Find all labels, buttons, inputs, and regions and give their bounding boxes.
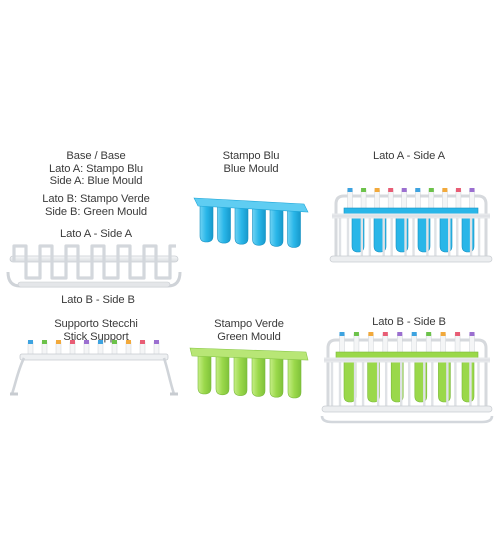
- base-b-label: Lato B: Stampo Verde Side B: Green Mould: [42, 193, 150, 218]
- stick-support-illustration: [10, 340, 178, 396]
- stick: [69, 340, 76, 356]
- stick: [55, 340, 62, 356]
- mould-cup: [287, 355, 302, 399]
- base-b-label-line1: Lato B: Stampo Verde: [42, 193, 150, 205]
- mould-cup: [438, 359, 451, 403]
- mould-cup: [234, 203, 249, 245]
- stick: [125, 340, 132, 356]
- green-mould-label: Stampo Verde Green Mould: [214, 318, 284, 343]
- base-label-line1: Base / Base: [66, 150, 126, 162]
- blue-mould-illustration: [193, 197, 309, 248]
- base-label-line2: Lato A: Stampo Blu: [49, 162, 143, 175]
- base-side-a-label: Lato A - Side A: [60, 228, 132, 240]
- mould-cup: [233, 353, 248, 396]
- mould-cup: [197, 351, 212, 395]
- stick: [111, 340, 118, 356]
- stick-support-label-line1: Supporto Stecchi: [54, 318, 138, 330]
- stick: [97, 340, 104, 356]
- mould-cup: [252, 205, 266, 246]
- base-side-b-label: Lato B - Side B: [61, 294, 135, 306]
- assembled-side-a-illustration: [329, 188, 493, 263]
- mould-cup: [287, 207, 301, 248]
- mould-cup: [269, 354, 284, 398]
- green-mould-label-line1: Stampo Verde: [214, 318, 284, 330]
- mould-cup: [269, 206, 284, 247]
- blue-mould-label: Stampo Blu Blue Mould: [223, 150, 280, 175]
- assembled-b-label: Lato B - Side B: [372, 316, 446, 328]
- stick: [83, 340, 90, 356]
- green-mould-label-line2: Green Mould: [217, 330, 281, 343]
- stick: [27, 340, 34, 356]
- green-mould-illustration: [189, 347, 309, 399]
- mould-cup: [367, 359, 380, 403]
- mould-cup: [215, 352, 230, 396]
- base-b-label-line2: Side B: Green Mould: [45, 205, 147, 218]
- mould-cup: [217, 202, 231, 244]
- stick: [153, 340, 160, 356]
- stick: [139, 340, 146, 356]
- mould-cup: [461, 359, 475, 403]
- assembled-side-b-illustration: [320, 332, 494, 424]
- blue-mould-label-line2: Blue Mould: [223, 162, 279, 175]
- blue-mould-label-line1: Stampo Blu: [222, 150, 280, 162]
- mould-cup: [251, 354, 266, 397]
- stick: [41, 340, 48, 356]
- stick-support-label: Supporto Stecchi Stick Support: [54, 318, 138, 343]
- base-label-line3: Side A: Blue Mould: [49, 175, 143, 187]
- base-label: Base / Base Lato A: Stampo Blu Side A: B…: [49, 150, 143, 188]
- mould-cup: [199, 201, 214, 243]
- base-rack-illustration: [6, 244, 182, 288]
- stick-support-label-line2: Stick Support: [63, 330, 129, 343]
- assembled-a-label: Lato A - Side A: [373, 150, 445, 162]
